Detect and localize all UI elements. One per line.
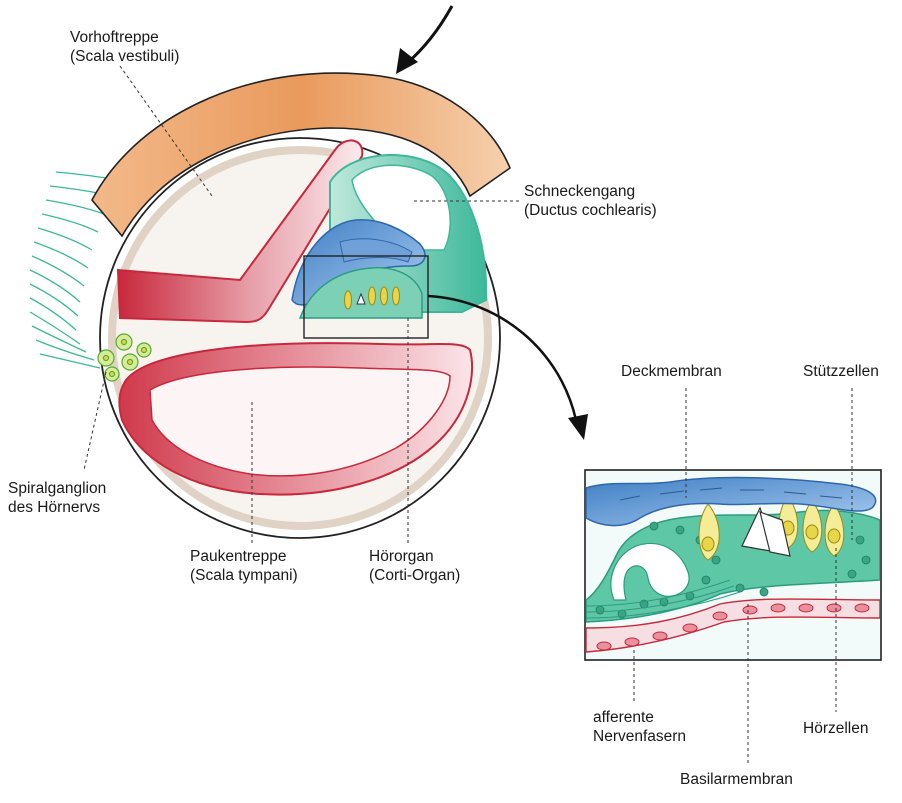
label-ductus-2: (Ductus cochlearis) [524, 202, 657, 219]
label-ductus-1: Schneckengang [524, 183, 635, 200]
label-corti-organ-2: (Corti-Organ) [369, 567, 460, 584]
label-hair-cells: Hörzellen [803, 720, 868, 737]
label-scala-tympani-1: Paukentreppe [190, 548, 287, 565]
label-corti-organ-1: Hörorgan [369, 548, 434, 565]
label-afferent-fibers-2: Nervenfasern [593, 728, 686, 745]
detail-panel [585, 470, 881, 660]
top-arrow [396, 6, 452, 74]
label-afferent-fibers-1: afferente [593, 709, 654, 726]
label-tectorial-membrane: Deckmembran [621, 363, 722, 380]
label-scala-tympani-2: (Scala tympani) [190, 567, 298, 584]
label-spiral-ganglion-1: Spiralganglion [8, 480, 106, 497]
label-basilar-membrane: Basilarmembran [680, 771, 793, 788]
label-supporting-cells: Stützzellen [803, 363, 879, 380]
label-spiral-ganglion-2: des Hörnervs [8, 499, 100, 516]
label-scala-vestibuli-2: (Scala vestibuli) [70, 48, 179, 65]
label-scala-vestibuli-1: Vorhoftreppe [70, 29, 159, 46]
